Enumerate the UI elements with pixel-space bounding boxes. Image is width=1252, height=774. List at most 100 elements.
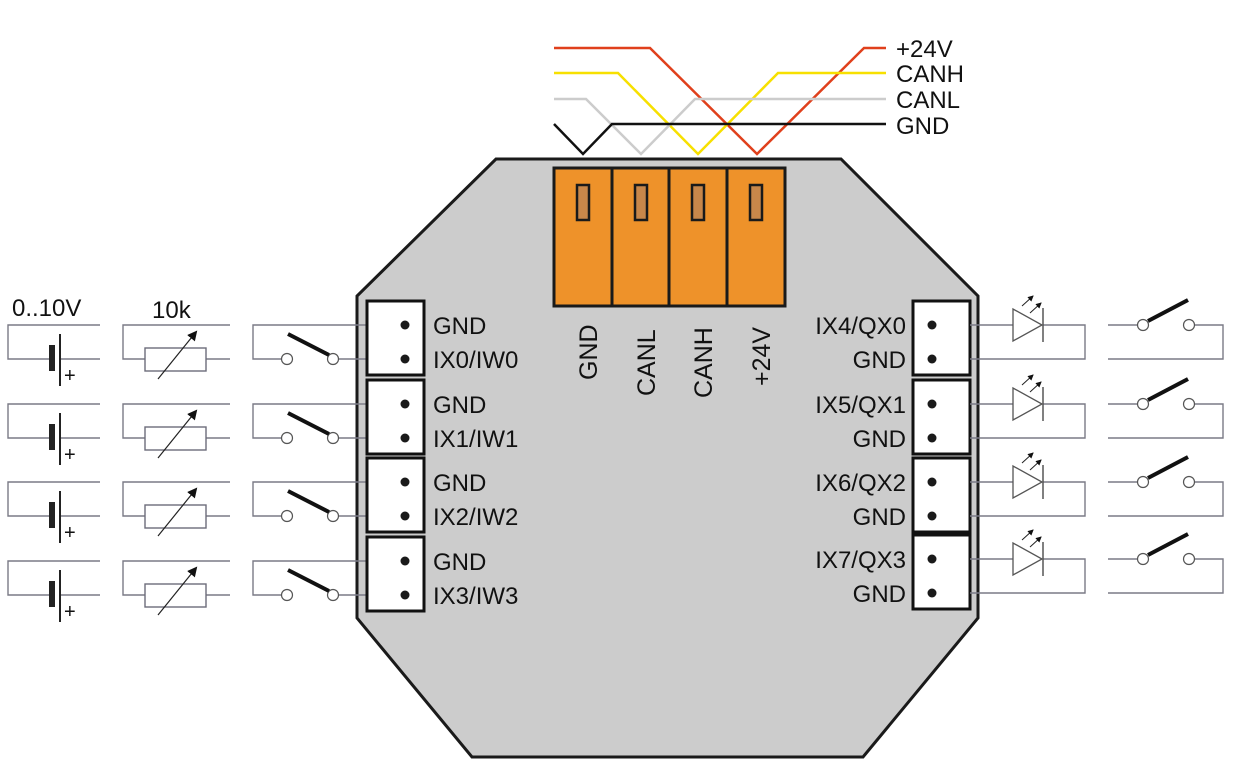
connector-pin (927, 354, 937, 364)
can-terminal (610, 166, 672, 308)
terminal-body (667, 166, 729, 308)
switch-lever (1147, 377, 1189, 402)
switch-contact (326, 588, 340, 602)
connector-body (911, 456, 972, 534)
voltage-source-icon: + (7, 324, 100, 387)
terminal-label-gnd: GND (575, 324, 603, 380)
wiper-arrow (157, 409, 198, 459)
switch-contact (1136, 475, 1150, 489)
wiper-arrow (157, 330, 198, 380)
connector-pin (400, 477, 410, 487)
can-terminal (552, 166, 614, 308)
wire (122, 324, 230, 360)
connector-pin (400, 320, 410, 330)
led-icon (970, 295, 1086, 360)
light-arrow (1029, 381, 1042, 393)
wire (7, 403, 100, 439)
light-arrow (1021, 452, 1034, 464)
potentiometer-icon (122, 560, 230, 616)
connector-pin (400, 399, 410, 409)
switch-contact (1182, 318, 1196, 332)
terminal-body (725, 166, 787, 308)
bus-wire-gnd (553, 122, 886, 156)
right-pin-label: GND (853, 504, 906, 531)
connector-pin (400, 433, 410, 443)
bus-label-gnd: GND (896, 113, 949, 140)
wire (252, 324, 358, 360)
wiper-arrow (157, 487, 198, 537)
left-inputs: ++++ (7, 299, 426, 623)
output-row (911, 374, 1224, 456)
led-triangle (1012, 307, 1044, 343)
right-pin-label: IX4/QX0 (815, 313, 906, 340)
switch-contact (1136, 552, 1150, 566)
switch-lever (287, 489, 330, 514)
bus-wire-canh (554, 71, 886, 156)
wire (7, 324, 100, 360)
led-icon (970, 374, 1086, 439)
wiper-arrow (157, 566, 198, 616)
connector-body (365, 299, 426, 377)
input-row: + (7, 378, 426, 466)
resistor-body (144, 583, 207, 608)
terminal-screw-slot (575, 183, 591, 222)
connector-pin (927, 554, 937, 564)
battery-plus-sign: + (64, 522, 76, 544)
right-connector (911, 456, 972, 534)
light-arrow (1029, 459, 1042, 471)
switch-lever (287, 332, 330, 357)
led-icon (970, 452, 1086, 517)
battery-plus-sign: + (64, 601, 76, 623)
wire (252, 403, 358, 439)
light-arrow (1021, 374, 1034, 386)
connector-pin (927, 399, 937, 409)
potentiometer-icon (122, 324, 230, 380)
left-pin-label: IX2/IW2 (433, 504, 518, 531)
left-connector-labels: GND IX0/IW0 GND IX1/IW1 GND IX2/IW2 GND … (433, 313, 518, 610)
connector-pin (400, 590, 410, 600)
switch-contact (326, 509, 340, 523)
switch-lever (1147, 532, 1189, 557)
led-icon (970, 529, 1086, 594)
battery-negative-plate (49, 345, 55, 371)
connector-pin (927, 433, 937, 443)
connector-pin (400, 354, 410, 364)
left-pin-label: IX0/IW0 (433, 347, 518, 374)
battery-plus-sign: + (64, 365, 76, 387)
resistor-body (144, 504, 207, 529)
input-switch-icon (252, 560, 368, 602)
output-switch-icon (1108, 455, 1224, 517)
light-arrow (1029, 302, 1042, 314)
terminal-screw-slot (633, 183, 649, 222)
wire (970, 558, 1086, 594)
led-triangle (1012, 464, 1044, 500)
bus-wires: +24V CANH CANL GND (553, 36, 964, 156)
switch-contact (326, 352, 340, 366)
right-pin-label: IX7/QX3 (815, 547, 906, 574)
left-connector (365, 535, 426, 613)
left-connector (365, 456, 426, 534)
wire (122, 481, 230, 517)
connector-pin (927, 511, 937, 521)
wire (1108, 481, 1224, 517)
input-switch-icon (252, 403, 368, 445)
switch-contact (1136, 318, 1150, 332)
right-pin-label: GND (853, 347, 906, 374)
switch-lever (287, 568, 330, 593)
right-pin-label: IX6/QX2 (815, 470, 906, 497)
voltage-source-icon: + (7, 560, 100, 623)
potentiometer-icon (122, 481, 230, 537)
switch-contact (1182, 397, 1196, 411)
left-pin-label: IX1/IW1 (433, 426, 518, 453)
left-pin-label: IX3/IW3 (433, 583, 518, 610)
bus-wire-24v (554, 46, 886, 156)
switch-contact (1182, 475, 1196, 489)
light-arrow (1021, 295, 1034, 307)
potentiometer-icon (122, 403, 230, 459)
right-connector (911, 378, 972, 456)
right-pin-label: GND (853, 426, 906, 453)
right-connector (911, 299, 972, 377)
left-pin-label: GND (433, 470, 486, 497)
switch-contact (280, 352, 294, 366)
